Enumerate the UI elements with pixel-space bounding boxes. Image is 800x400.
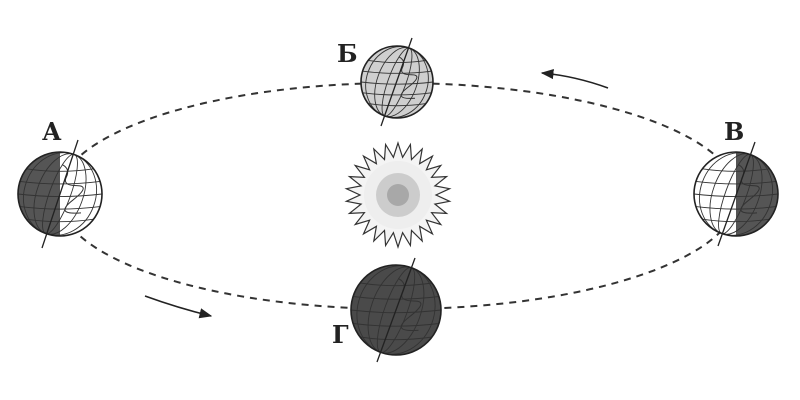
position-label-a: А [42, 117, 62, 146]
sun-icon [344, 141, 452, 249]
globe-latitude-line [18, 193, 102, 197]
globe-latitude-line [368, 103, 426, 107]
globe-latitude-line [702, 218, 770, 223]
globe-latitude-line [362, 70, 432, 74]
globe-latitude-line [361, 81, 433, 85]
globe-latitude-line [19, 180, 101, 185]
orbit-direction-arrow-icon [144, 295, 213, 319]
position-label-b: Б [337, 39, 358, 68]
globe-latitude-line [353, 296, 439, 300]
globe-latitude-line [353, 323, 439, 327]
orbit-direction-arrow-icon [540, 68, 609, 89]
globe-latitude-line [368, 59, 426, 64]
earth-globe-icon [350, 257, 442, 363]
globe-latitude-line [359, 336, 433, 341]
position-label-g: Г [332, 320, 349, 349]
globe-latitude-line [351, 309, 441, 314]
earth-globe-icon [693, 141, 779, 247]
globe-latitude-line [695, 180, 777, 185]
earth-globe-icon [17, 139, 103, 249]
earth-globe-icon [360, 37, 434, 127]
globe-latitude-line [26, 218, 94, 223]
position-label-v: В [724, 117, 744, 146]
